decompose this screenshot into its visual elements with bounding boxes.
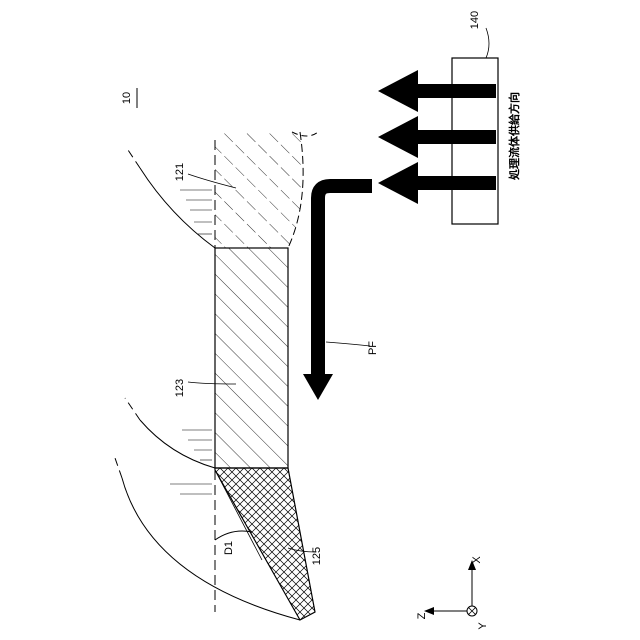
supply-arrows — [378, 70, 496, 204]
svg-text:121: 121 — [174, 163, 186, 181]
axis-indicator: X Z Y — [416, 556, 489, 630]
axis-y-label: Y — [477, 622, 489, 630]
svg-text:PF: PF — [367, 341, 379, 355]
svg-text:D1: D1 — [223, 541, 235, 555]
supply-direction-text: 処理流体供給方向 — [507, 92, 521, 181]
svg-text:123: 123 — [174, 379, 186, 397]
svg-text:10: 10 — [121, 92, 133, 104]
source-140: 140 — [452, 11, 498, 224]
figure-number: 10 — [121, 88, 137, 108]
axis-z-label: Z — [416, 612, 428, 619]
svg-text:125: 125 — [311, 547, 323, 565]
axis-x-label: X — [471, 556, 483, 564]
edge-shading — [170, 190, 212, 494]
svg-text:140: 140 — [469, 11, 481, 29]
flow-arrow-pf: PF — [303, 186, 379, 400]
layer-121 — [215, 132, 303, 248]
layer-123 — [215, 248, 288, 468]
